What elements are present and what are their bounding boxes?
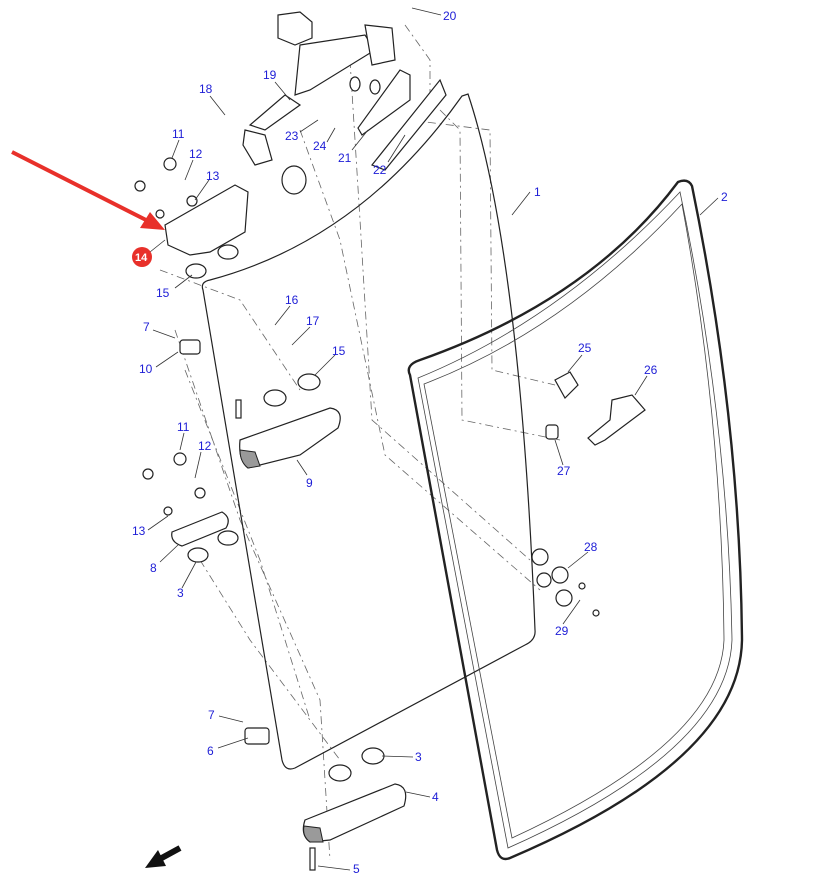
- upper-bracket: [134, 157, 249, 279]
- callout-28: 28: [584, 540, 598, 554]
- lower-grab-handle: [302, 747, 407, 871]
- callout-1: 1: [534, 185, 541, 199]
- callout-8: 8: [150, 561, 157, 575]
- callout-29: 29: [555, 624, 569, 638]
- callout-20: 20: [443, 9, 457, 23]
- callout-11b: 11: [177, 420, 190, 434]
- callout-7b: 7: [208, 708, 215, 722]
- inner-handle: [235, 373, 341, 469]
- callout-22: 22: [373, 163, 387, 177]
- upper-hinge: [179, 339, 201, 355]
- callout-16: 16: [285, 293, 299, 307]
- callout-27: 27: [557, 464, 571, 478]
- outer-door-handle: [531, 371, 646, 617]
- callout-25: 25: [578, 341, 592, 355]
- glass-seal: [407, 179, 744, 861]
- callout-12: 12: [189, 147, 203, 161]
- callout-7: 7: [143, 320, 150, 334]
- callout-13: 13: [206, 169, 220, 183]
- callout-3b: 3: [415, 750, 422, 764]
- callout-23: 23: [285, 129, 299, 143]
- callout-labels: 20 19 18 23 24 21 22 1 2 11 12 13 14 15 …: [132, 9, 728, 874]
- callout-21: 21: [338, 151, 352, 165]
- callout-19: 19: [263, 68, 277, 82]
- callout-6: 6: [207, 744, 214, 758]
- callout-15: 15: [156, 286, 170, 300]
- leader-lines: [147, 7, 719, 871]
- callout-9: 9: [306, 476, 313, 490]
- highlight-arrow: [11, 150, 165, 230]
- callout-17: 17: [306, 314, 320, 328]
- callout-2: 2: [721, 190, 728, 204]
- callout-18: 18: [199, 82, 213, 96]
- callout-12b: 12: [198, 439, 212, 453]
- callout-15b: 15: [332, 344, 346, 358]
- callout-11: 11: [172, 127, 185, 141]
- callout-5: 5: [353, 862, 360, 874]
- callout-10: 10: [139, 362, 153, 376]
- lower-hinge: [244, 727, 270, 745]
- callout-26: 26: [644, 363, 658, 377]
- upper-hinge-arm: [242, 11, 396, 166]
- callout-4: 4: [432, 790, 439, 804]
- callout-14: 14: [135, 252, 148, 264]
- callout-24: 24: [313, 139, 327, 153]
- construction-lines: [159, 24, 561, 861]
- middle-bracket: [142, 452, 239, 563]
- callout-13b: 13: [132, 524, 146, 538]
- callout-14-highlight: 14: [132, 247, 152, 267]
- door-glass-panel: [201, 93, 536, 770]
- hinge-plates: [281, 69, 447, 195]
- orientation-arrow: [145, 845, 182, 868]
- callout-3: 3: [177, 586, 184, 600]
